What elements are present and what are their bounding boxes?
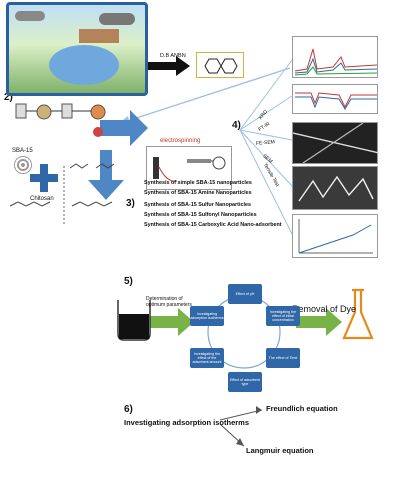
isotherms-title: Investigating adsorption isotherms (124, 418, 250, 427)
cycle-node: Investigating the effect of the adsorben… (190, 348, 224, 368)
synthesis-item: Synthesis of SBA-15 Sulfur Nanoparticles (144, 202, 251, 208)
removal-text: Removal of Dye (292, 304, 357, 314)
green-arrow-left (150, 308, 194, 336)
step-2-label: 2) (4, 92, 13, 103)
green-arrow-right (296, 308, 342, 336)
determination-text: Determination of optimum parameters (146, 296, 192, 308)
synthesis-item: Synthesis of SBA-15 Amine Nanoparticles (144, 190, 252, 196)
cycle-node: Effect of pH (228, 284, 262, 304)
blue-arrow-right (100, 110, 148, 146)
fe-sem-panel (292, 122, 379, 164)
dye-beaker-icon (117, 300, 151, 341)
electrospinning-setup (146, 146, 232, 190)
dye-structure (196, 52, 244, 78)
step-6-label: 6) (124, 404, 133, 415)
cycle-node: Effect of adsorbent type (228, 372, 262, 392)
step-5-label: 5) (124, 276, 133, 287)
synthesis-item: Synthesis of SBA-15 Carboxylic Acid Nano… (144, 222, 282, 228)
freundlich-label: Freundlich equation (266, 404, 338, 413)
freundlich-arrow (219, 409, 263, 421)
xrd-panel (292, 36, 378, 78)
fan-lines (239, 59, 293, 235)
sem-panel (292, 166, 378, 210)
cycle-node: Investigating adsorption isotherms (190, 306, 224, 326)
synthesis-scheme (14, 96, 110, 146)
step-4-label: 4) (232, 120, 241, 131)
cycle-node: The effect of Time (266, 348, 300, 368)
sba-particle-icon (14, 156, 32, 174)
black-arrow (148, 56, 190, 76)
step-3-label: 3) (126, 198, 135, 209)
electrospinning-label: electrospinning (160, 138, 201, 144)
return-arrow (117, 67, 291, 125)
synthesis-item: Synthesis of simple SBA-15 nanoparticles (144, 180, 252, 186)
arrow-label: D.B ANBN (160, 53, 186, 59)
chemical-structures (6, 162, 128, 232)
cycle-node: Investigating the effect of initial conc… (266, 306, 300, 326)
chitosan-label: Chitosan (30, 196, 54, 202)
tensile-test-panel (292, 214, 378, 258)
langmuir-label: Langmuir equation (246, 446, 314, 455)
blue-arrow-down (88, 150, 124, 200)
water-cycle-illustration (6, 2, 148, 96)
synthesis-item: Synthesis of SBA-15 Sulfonyl Nanoparticl… (144, 212, 257, 218)
ftir-panel (292, 84, 378, 114)
flask-icon (342, 288, 374, 340)
sba-label: SBA-15 (12, 148, 33, 154)
